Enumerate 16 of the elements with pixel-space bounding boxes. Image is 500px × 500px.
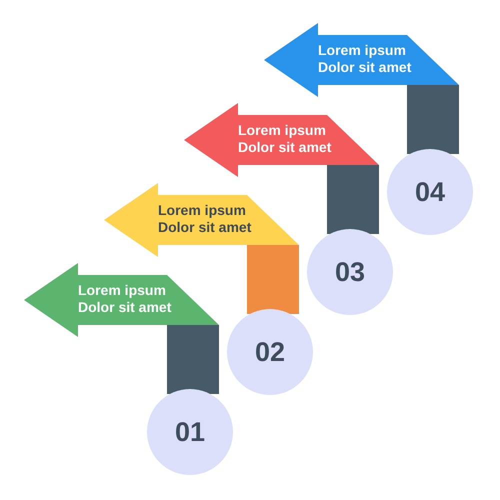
arrow-banner — [104, 183, 299, 257]
connector-bar — [407, 85, 459, 154]
step-text: Lorem ipsum Dolor sit amet — [318, 42, 412, 76]
step-number: 01 — [174, 417, 206, 447]
step-text: Lorem ipsum Dolor sit amet — [238, 122, 332, 156]
arrow-banner — [24, 263, 219, 337]
step-text: Lorem ipsum Dolor sit amet — [78, 282, 172, 316]
connector-bar — [327, 165, 379, 234]
connector-bar — [247, 245, 299, 314]
connector-bar — [167, 325, 219, 394]
step-number: 04 — [414, 177, 446, 207]
arrow-banner — [264, 23, 459, 97]
arrow-banner — [184, 103, 379, 177]
step-text: Lorem ipsum Dolor sit amet — [158, 202, 252, 236]
step-number: 03 — [334, 257, 366, 287]
step-number: 02 — [254, 337, 286, 367]
